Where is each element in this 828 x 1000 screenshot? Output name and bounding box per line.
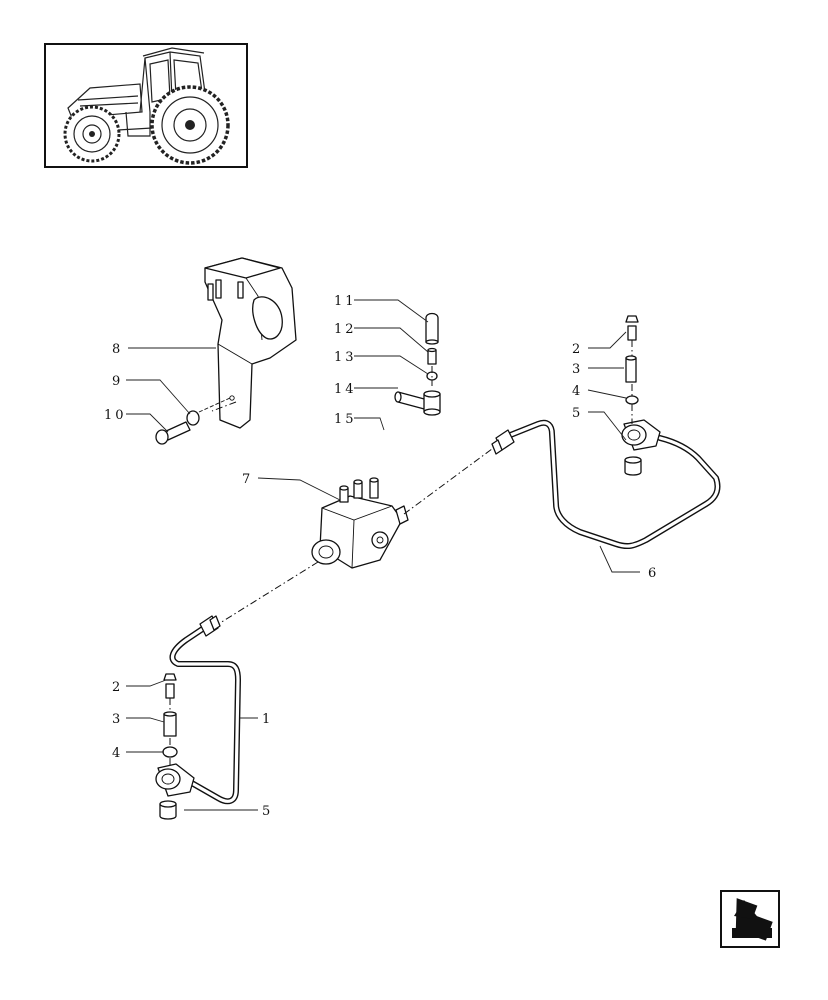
- callout-5-right: 5: [572, 406, 583, 421]
- callout-2-left: 2: [112, 680, 123, 695]
- mounting-bracket: [204, 257, 297, 429]
- seal-4-right: [625, 395, 639, 405]
- callout-4-right: 4: [572, 384, 583, 399]
- spacer-3-right: [625, 355, 637, 383]
- callout-13: 13: [334, 350, 357, 365]
- seal-4-left: [162, 746, 178, 758]
- washer-9: [186, 410, 200, 426]
- callout-1: 1: [262, 712, 273, 727]
- distributor-valve: [311, 477, 409, 569]
- callout-5-left: 5: [262, 804, 273, 819]
- callout-9: 9: [112, 374, 123, 389]
- next-page-arrow-icon: [732, 898, 773, 941]
- callout-11: 11: [334, 294, 357, 309]
- callout-2-right: 2: [572, 342, 583, 357]
- bolt-10: [155, 421, 191, 445]
- tractor-icon: [63, 47, 230, 165]
- callout-4-left: 4: [112, 746, 123, 761]
- callout-12: 12: [334, 322, 357, 337]
- pipe-6: [491, 419, 721, 550]
- callout-10: 10: [104, 408, 127, 423]
- banjo-fitting-left: [155, 763, 195, 820]
- pipe-1: [169, 615, 241, 805]
- callout-6: 6: [648, 566, 659, 581]
- next-page-button[interactable]: [720, 890, 780, 948]
- callout-7: 7: [242, 472, 253, 487]
- cap-11: [425, 312, 439, 345]
- banjo-bolt-2-right: [625, 315, 639, 341]
- pin-12: [427, 347, 437, 365]
- banjo-bolt-2-left: [163, 673, 177, 699]
- valve-14: [394, 390, 441, 416]
- callout-14: 14: [334, 382, 357, 397]
- callout-3-left: 3: [112, 712, 123, 727]
- banjo-fitting-right: [621, 419, 661, 476]
- callout-8: 8: [112, 342, 123, 357]
- callout-3-right: 3: [572, 362, 583, 377]
- callout-15: 15: [334, 412, 357, 427]
- spacer-3-left: [163, 711, 177, 737]
- tractor-thumbnail[interactable]: [44, 43, 248, 168]
